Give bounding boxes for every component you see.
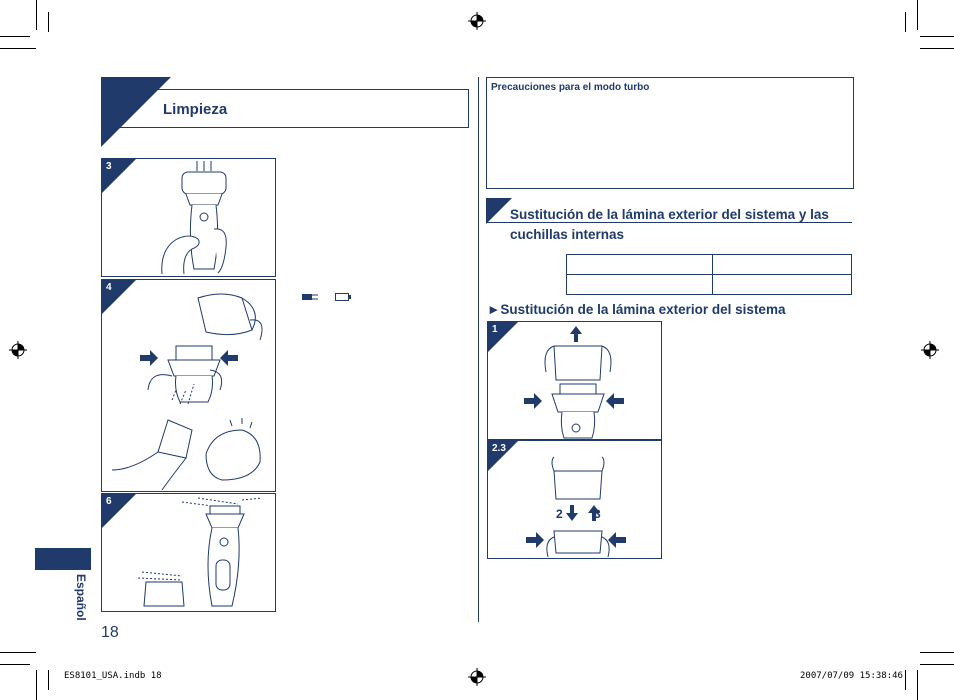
crop-mark [920,36,954,37]
registration-target-icon [468,668,486,686]
battery-icon [335,293,351,301]
footer-timestamp: 2007/07/09 15:38:46 [800,671,903,681]
step-number: 4 [106,282,112,293]
replacement-parts-table [566,254,852,295]
table-cell [712,274,852,295]
language-tab [35,548,91,570]
section-corner-triangle [486,198,512,224]
section-title-replacement: Sustitución de la lámina exterior del si… [510,207,829,242]
crop-mark [920,664,954,665]
table-cell [566,274,713,295]
crop-mark [905,670,906,690]
crop-mark [0,48,36,49]
foil-removal-illustration [524,326,624,439]
illustration-panel-step-1: 1 [487,321,662,440]
precautions-title: Precauciones para el modo turbo [491,82,650,93]
crop-mark [920,48,954,49]
crop-mark [917,0,918,30]
section-underline [486,222,852,223]
crop-mark [0,36,30,37]
column-divider [478,77,479,622]
subsection-title: ►Sustitución de la lámina exterior del s… [487,302,786,317]
table-row [566,274,852,295]
plug-icon [302,294,318,300]
crop-mark [0,652,36,653]
arrow-label-2: 2 [556,507,563,521]
registration-target-icon [921,341,939,359]
registration-target-icon [9,341,27,359]
crop-mark [36,670,37,700]
step-corner-triangle [488,441,518,471]
section-title: Limpieza [163,101,228,118]
table-cell [712,254,852,275]
arrow-label-3: 3 [594,507,601,521]
illustration-panel-step-3: 3 [101,158,276,277]
step-number: 6 [106,496,112,507]
crop-mark [48,12,49,32]
precautions-box [486,77,854,189]
illustration-panel-step-2-3: 2.3 2 3 [487,440,662,559]
crop-mark [917,670,918,700]
page-number: 18 [101,624,119,641]
illustration-panel-step-6: 6 [101,493,276,612]
crop-mark [0,664,30,665]
shaver-drying-illustration [137,497,263,607]
crop-mark [48,670,49,690]
crop-mark [36,0,37,30]
crop-mark [920,652,954,653]
step-corner-triangle [102,159,136,193]
section-title-box [101,89,469,128]
illustration-panel-step-4: 4 [101,279,276,492]
shaver-disassembly-illustration [111,293,263,491]
foil-insertion-illustration [526,456,626,558]
step-number: 2.3 [492,443,506,454]
step-number: 3 [106,161,112,172]
crop-mark [905,12,906,32]
language-tab-label: Español [74,574,88,621]
section-corner-triangle [101,77,171,147]
table-row [566,254,852,275]
step-corner-triangle [488,322,518,352]
registration-target-icon [468,12,486,30]
step-corner-triangle [102,280,136,314]
step-number: 1 [492,324,498,335]
step-corner-triangle [102,494,136,528]
shaver-cleaning-illustration [161,161,227,275]
footer-file-info: ES8101_USA.indb 18 [64,671,162,681]
table-cell [566,254,713,275]
